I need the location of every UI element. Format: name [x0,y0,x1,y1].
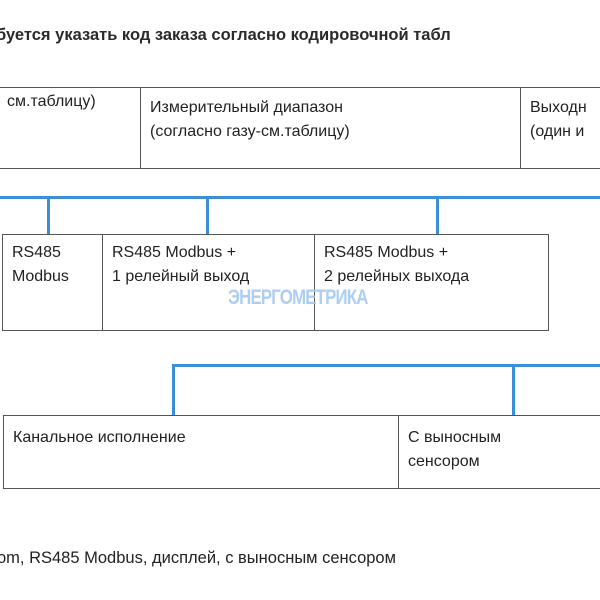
watermark: ЭНЕРГОМЕТРИКА [228,286,368,309]
row-design: Канальное исполнение С выносным сенсором [3,415,600,489]
row-interface: RS485 Modbus RS485 Modbus + 1 релейный в… [2,234,549,331]
connector-line [0,196,600,199]
cell-rs485-2relay: RS485 Modbus + 2 релейных выхода [314,235,549,330]
cell-rs485-1relay: RS485 Modbus + 1 релейный выход [102,235,314,330]
example-text: om, RS485 Modbus, дисплей, с выносным се… [0,549,396,567]
cell-range: Измерительный диапазон (согласно газу-см… [140,88,520,168]
cell-gas: см.таблицу) [7,93,96,110]
connector-line [436,196,439,235]
connector-line [172,364,600,367]
connector-line [172,364,175,416]
connector-line [206,196,209,235]
cell-output: Выходн (один и [520,88,600,168]
connector-line [512,364,515,416]
cell-duct: Канальное исполнение [3,416,398,488]
connector-line [47,196,50,235]
cell-rs485: RS485 Modbus [2,235,102,330]
heading: буется указать код заказа согласно кодир… [0,26,451,44]
cell-remote-sensor: С выносным сенсором [398,416,600,488]
row-measurement: см.таблицу) Измерительный диапазон (согл… [0,87,600,169]
